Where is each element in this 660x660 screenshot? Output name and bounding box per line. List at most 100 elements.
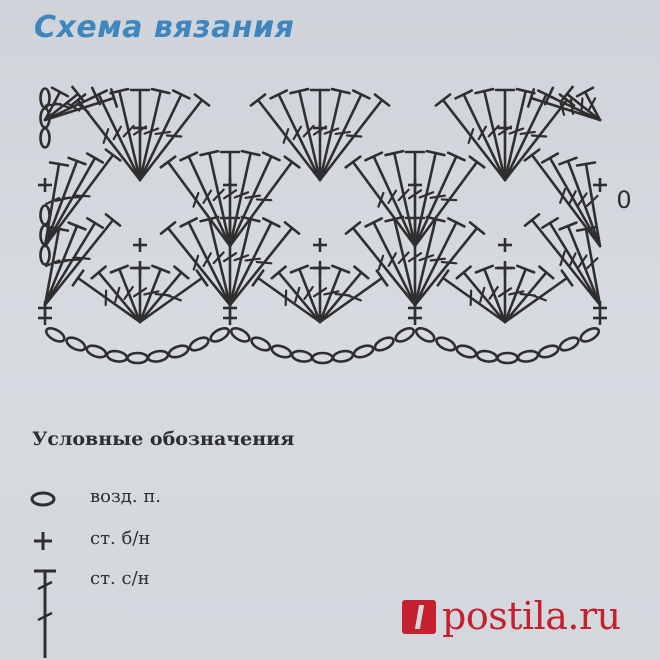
chain-mark	[188, 336, 210, 352]
double-crochet-mark	[455, 265, 507, 324]
double-crochet-mark	[270, 265, 322, 324]
double-crochet-mark	[219, 150, 241, 248]
chain-mark	[290, 349, 314, 363]
double-crochet-mark	[404, 150, 426, 248]
legend-heading: Условные обозначения	[32, 428, 295, 450]
single-crochet-mark	[223, 178, 237, 192]
single-crochet-mark	[133, 261, 147, 275]
legend-item-chain: возд. п.	[0, 484, 300, 514]
chain-mark	[229, 326, 251, 343]
double-crochet-mark	[503, 269, 574, 324]
double-crochet-mark	[159, 221, 232, 307]
double-crochet-mark	[251, 269, 322, 324]
double-crochet-mark	[558, 221, 602, 307]
double-crochet-mark	[138, 89, 191, 182]
double-crochet-mark	[364, 151, 417, 248]
double-crochet-mark	[523, 148, 602, 248]
single-crochet-mark	[498, 121, 512, 135]
double-crochet-mark	[413, 149, 446, 248]
double-crochet-mark	[179, 151, 232, 248]
chain-mark	[167, 344, 190, 359]
legend-label-single-crochet: ст. б/н	[90, 528, 151, 549]
chain-mark	[516, 349, 540, 363]
double-crochet-mark	[318, 93, 391, 182]
legend-item-long-stitch	[0, 600, 300, 660]
chain-mark	[126, 351, 149, 365]
single-crochet-mark	[498, 261, 512, 275]
double-crochet-mark	[575, 226, 602, 307]
chain-mark	[352, 344, 375, 359]
double-crochet-mark	[138, 87, 171, 182]
legend-label-double-crochet: ст. с/н	[90, 568, 150, 589]
t-stitch-symbol-icon	[34, 569, 56, 600]
double-crochet-mark	[138, 269, 209, 324]
chain-symbol-icon	[30, 491, 56, 507]
double-crochet-mark	[474, 264, 507, 324]
single-crochet-mark	[313, 238, 327, 252]
chain-mark	[475, 349, 499, 363]
double-crochet-mark	[90, 265, 142, 324]
chain-mark	[435, 336, 457, 352]
postila-watermark: postila.ru	[402, 594, 642, 640]
double-crochet-mark	[138, 93, 211, 182]
row-start-label: 0	[616, 186, 631, 214]
double-crochet-mark	[344, 155, 417, 248]
single-crochet-mark	[38, 178, 52, 192]
single-crochet-mark	[223, 311, 237, 325]
double-crochet-mark	[503, 264, 536, 324]
double-crochet-mark	[228, 151, 281, 248]
watermark-text: postila.ru	[442, 594, 621, 638]
chain-mark	[311, 351, 334, 365]
double-crochet-mark	[413, 151, 466, 248]
chain-mark	[331, 349, 355, 363]
double-crochet-mark	[558, 156, 602, 248]
double-crochet-mark	[413, 155, 486, 248]
double-crochet-mark	[43, 88, 119, 122]
chain-mark	[105, 349, 129, 363]
long-stitch-symbol-icon	[37, 600, 53, 658]
double-crochet-mark	[289, 87, 322, 182]
chain-mark	[250, 336, 272, 352]
legend-label-chain: возд. п.	[90, 486, 162, 507]
crochet-chart: 0	[38, 85, 632, 365]
double-crochet-mark	[318, 269, 389, 324]
chain-mark	[44, 326, 66, 343]
double-crochet-mark	[199, 149, 232, 248]
cross-symbol-icon	[34, 532, 52, 550]
double-crochet-mark	[71, 269, 142, 324]
double-crochet-mark	[249, 93, 322, 182]
double-crochet-mark	[364, 217, 417, 307]
double-crochet-mark	[523, 213, 602, 307]
chart-marks	[38, 85, 607, 365]
double-crochet-mark	[344, 221, 417, 307]
double-crochet-mark	[228, 221, 301, 307]
double-crochet-mark	[384, 149, 417, 248]
double-crochet-mark	[413, 221, 486, 307]
chain-mark	[537, 344, 560, 359]
double-crochet-mark	[43, 217, 104, 307]
chain-mark	[209, 326, 231, 343]
double-crochet-mark	[228, 149, 261, 248]
chain-mark	[85, 344, 108, 359]
double-crochet-mark	[138, 264, 171, 324]
double-crochet-mark	[318, 89, 371, 182]
single-crochet-mark	[313, 261, 327, 275]
double-crochet-mark	[179, 217, 232, 307]
double-crochet-mark	[318, 87, 351, 182]
chain-mark	[394, 326, 416, 343]
double-crochet-mark	[228, 217, 281, 307]
double-crochet-mark	[269, 89, 322, 182]
double-crochet-mark	[575, 86, 602, 122]
double-crochet-mark	[434, 93, 507, 182]
chain-mark	[39, 127, 51, 149]
double-crochet-mark	[540, 152, 602, 248]
single-crochet-mark	[593, 178, 607, 192]
chain-mark	[39, 87, 51, 109]
single-crochet-mark	[133, 121, 147, 135]
double-crochet-mark	[289, 264, 322, 324]
double-crochet-mark	[541, 217, 602, 307]
double-crochet-mark	[43, 161, 70, 248]
chain-mark	[373, 336, 395, 352]
chain-mark	[414, 326, 436, 343]
